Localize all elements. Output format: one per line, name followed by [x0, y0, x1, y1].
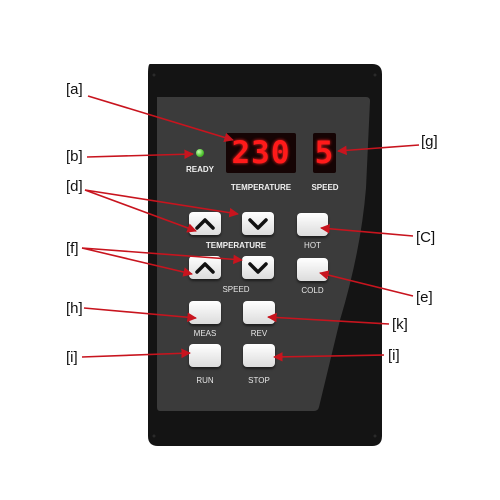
chevron-down-icon	[248, 218, 268, 230]
screw	[152, 73, 156, 77]
chevron-down-icon	[248, 262, 268, 274]
callout-line-d1	[84, 189, 239, 218]
temperature-display-label: TEMPERATURE	[230, 183, 292, 192]
callout-c: [C]	[416, 229, 436, 246]
callout-line-d2	[84, 189, 197, 233]
callout-line-i-right	[273, 352, 385, 362]
callout-i-right: [i]	[388, 347, 400, 364]
callout-line-i-left	[81, 348, 191, 359]
callout-line-b	[86, 149, 194, 160]
callout-i-left: [i]	[66, 349, 78, 366]
callout-b: [b]	[66, 148, 83, 165]
speed-up-button[interactable]	[189, 256, 221, 279]
temperature-down-button[interactable]	[242, 212, 274, 235]
speed-group-label: SPEED	[222, 285, 250, 294]
temperature-display: 230	[226, 133, 296, 173]
callout-line-e	[319, 270, 414, 297]
screw	[152, 434, 156, 438]
screw	[373, 73, 377, 77]
stop-label: STOP	[248, 376, 270, 385]
callout-e: [e]	[416, 289, 433, 306]
callout-line-f2	[81, 247, 193, 277]
temperature-up-button[interactable]	[189, 212, 221, 235]
callout-h: [h]	[66, 300, 83, 317]
callout-k: [k]	[392, 316, 408, 333]
chevron-up-icon	[195, 262, 215, 274]
rev-label: REV	[250, 329, 268, 338]
speed-display: 5	[313, 133, 336, 173]
cold-label: COLD	[301, 286, 324, 295]
screw	[373, 434, 377, 438]
run-button[interactable]	[189, 344, 221, 367]
callout-line-c	[320, 223, 414, 237]
callout-g: [g]	[421, 133, 438, 150]
callout-line-f1	[81, 247, 243, 265]
callout-line-h	[83, 307, 197, 323]
ready-led	[196, 149, 204, 157]
hot-label: HOT	[304, 241, 321, 250]
meas-label: MEAS	[193, 329, 217, 338]
callout-a: [a]	[66, 81, 83, 98]
stop-button[interactable]	[243, 344, 275, 367]
temperature-group-label: TEMPERATURE	[205, 241, 267, 250]
meas-button[interactable]	[189, 301, 221, 324]
ready-label: READY	[185, 165, 214, 174]
rev-button[interactable]	[243, 301, 275, 324]
speed-down-button[interactable]	[242, 256, 274, 279]
speed-display-label: SPEED	[311, 183, 339, 192]
callout-line-a	[87, 95, 234, 143]
chevron-up-icon	[195, 218, 215, 230]
control-panel-face	[157, 97, 370, 411]
callout-d: [d]	[66, 178, 83, 195]
callout-line-k	[267, 312, 390, 325]
callout-line-g	[337, 144, 420, 156]
run-label: RUN	[196, 376, 214, 385]
callout-f: [f]	[66, 240, 79, 257]
